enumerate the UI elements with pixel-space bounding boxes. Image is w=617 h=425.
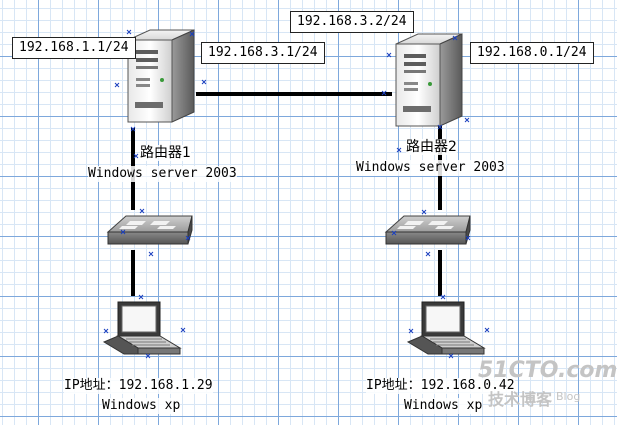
connection-point-marker <box>133 153 139 159</box>
network-diagram-canvas <box>103 29 490 359</box>
router2-ip-right-box: 192.168.0.1/24 <box>470 42 594 64</box>
client1-ip-label: IP地址：192.168.1.29 <box>64 378 213 394</box>
connection-point-marker <box>448 353 454 359</box>
connection-point-marker <box>465 235 471 241</box>
router1-os-label: Windows server 2003 <box>88 166 237 182</box>
router1-name-label: 路由器1 <box>140 145 191 161</box>
connection-point-marker <box>421 209 427 215</box>
connection-point-marker <box>130 126 136 132</box>
connection-point-marker <box>391 230 397 236</box>
client2-ip-label: IP地址：192.168.0.42 <box>366 378 515 394</box>
connection-point-marker <box>189 31 195 37</box>
connection-point-marker <box>114 82 120 88</box>
connection-point-marker <box>126 29 132 35</box>
connection-point-marker <box>396 147 402 153</box>
connection-point-marker <box>201 79 207 85</box>
connection-point-marker <box>103 328 109 334</box>
connection-point-marker <box>484 327 490 333</box>
connection-point-marker <box>148 251 154 257</box>
router2-name-label: 路由器2 <box>406 139 457 155</box>
router1-ip-left-box: 192.168.1.1/24 <box>12 37 136 59</box>
watermark-tagline: 技术博客 <box>488 390 553 409</box>
watermark-suffix: Blog <box>556 390 581 403</box>
connection-point-marker <box>425 251 431 257</box>
client2-os-label: Windows xp <box>404 398 483 414</box>
connection-point-marker <box>145 353 151 359</box>
watermark-brand: 51CTO.com <box>478 358 617 383</box>
connection-point-marker <box>452 35 458 41</box>
connection-point-marker <box>185 235 191 241</box>
connection-point-marker <box>408 328 414 334</box>
laptop-icon[interactable] <box>103 301 181 355</box>
connection-point-marker <box>440 294 446 300</box>
network-switch-icon[interactable] <box>385 215 471 245</box>
connection-point-marker <box>138 294 144 300</box>
connection-point-marker <box>437 124 443 130</box>
client1-os-label: Windows xp <box>102 398 181 414</box>
connection-point-marker <box>386 52 392 58</box>
server-tower-icon[interactable] <box>395 33 463 127</box>
server-tower-icon[interactable] <box>127 29 195 123</box>
connection-points <box>103 29 490 359</box>
connection-point-marker <box>180 327 186 333</box>
network-switch-icon[interactable] <box>107 215 193 245</box>
router2-os-label: Windows server 2003 <box>356 160 505 176</box>
laptop-icon[interactable] <box>407 301 485 355</box>
connection-point-marker <box>381 90 387 96</box>
connection-point-marker <box>120 229 126 235</box>
router1-ip-right-box: 192.168.3.1/24 <box>201 42 325 64</box>
router2-ip-left-box: 192.168.3.2/24 <box>290 11 414 33</box>
connection-point-marker <box>464 117 470 123</box>
connection-point-marker <box>139 208 145 214</box>
